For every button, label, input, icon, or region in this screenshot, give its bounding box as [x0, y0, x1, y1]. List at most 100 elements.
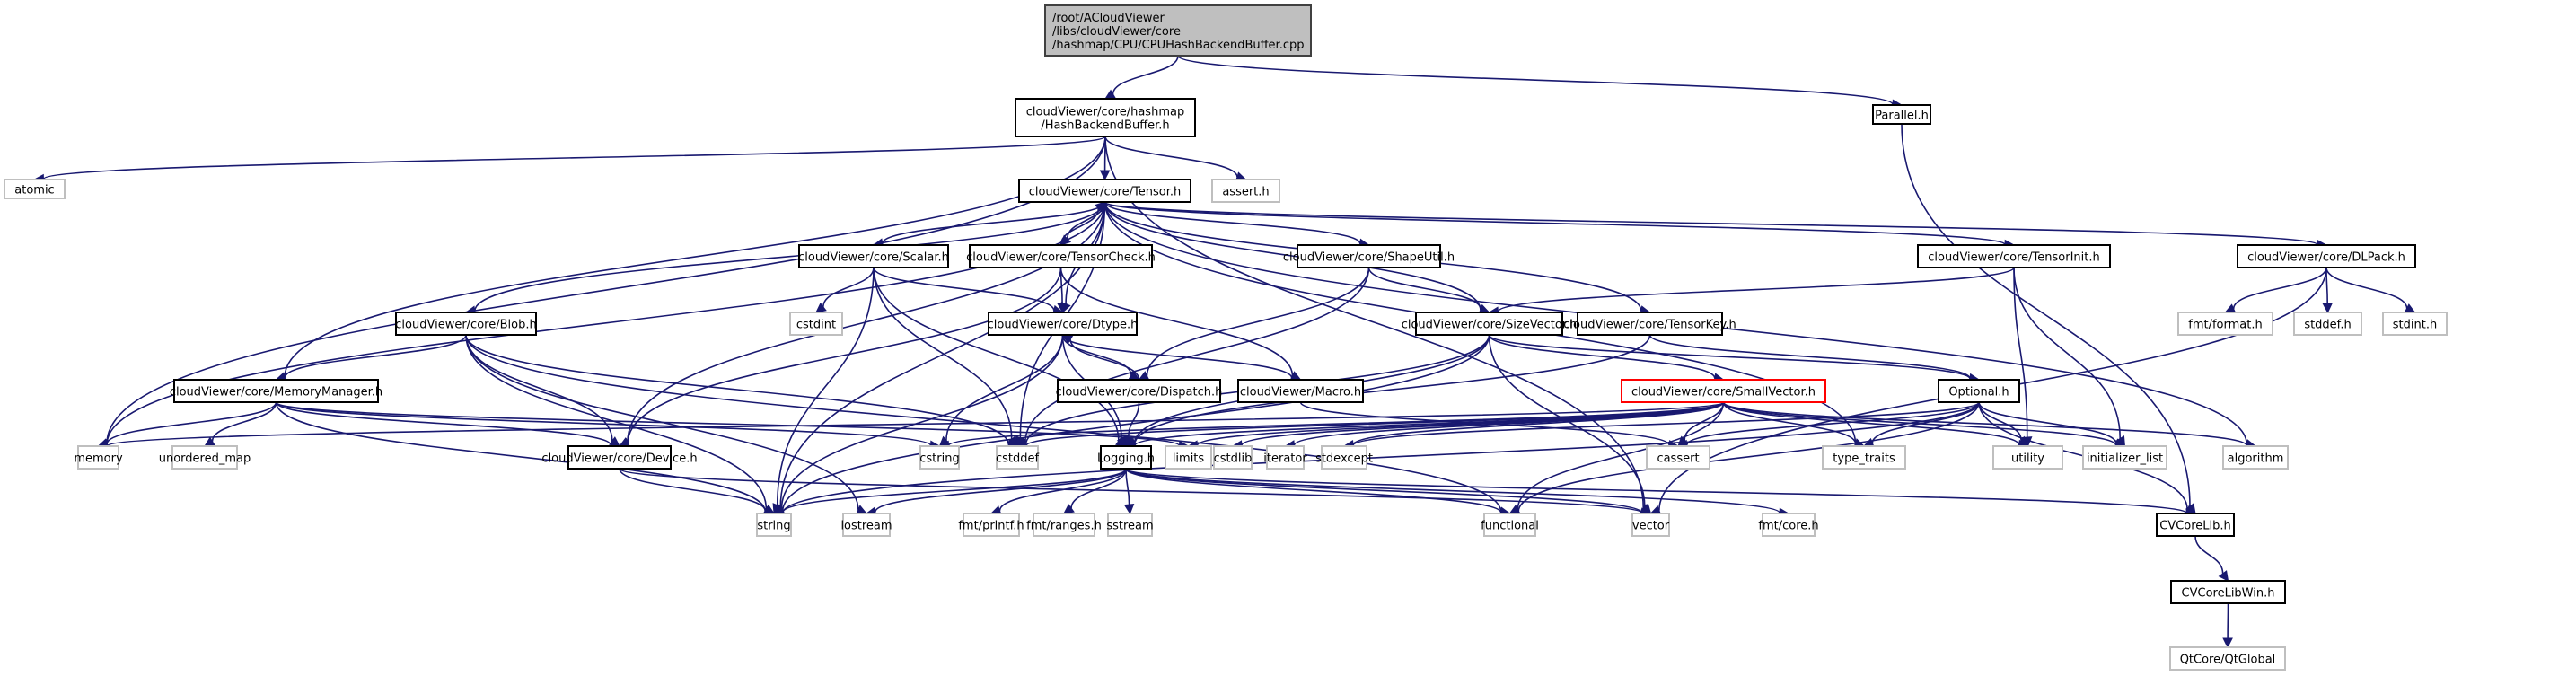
edge-line — [275, 401, 611, 446]
edge-shapeutil-to-dispatch — [1138, 267, 1370, 381]
node-dlpack[interactable]: cloudViewer/core/DLPack.h — [2237, 244, 2416, 268]
edge-line — [1059, 267, 1294, 376]
node-device[interactable]: cloudViewer/core/Device.h — [541, 445, 698, 470]
node-label: /root/ACloudViewer — [1052, 12, 1165, 25]
edge-cpp-to-hbb — [1104, 55, 1179, 100]
node-box — [1266, 445, 1305, 470]
node-stdexcept: stdexcept — [1315, 445, 1373, 470]
node-label: /hashmap/CPU/CPUHashBackendBuffer.cpp — [1052, 39, 1305, 52]
node-cvcorelib[interactable]: CVCoreLib.h — [2156, 513, 2235, 537]
node-label: stdint.h — [2393, 319, 2437, 332]
node-atomic: atomic — [4, 179, 66, 199]
node-label: cloudViewer/core/Scalar.h — [798, 251, 949, 265]
edge-line — [1196, 401, 1725, 446]
node-label: cloudViewer/core/SizeVector.h — [1402, 319, 1578, 332]
edge-line — [2013, 267, 2122, 439]
node-box — [1165, 445, 1212, 470]
node-box — [395, 312, 537, 336]
node-label: initializer_list — [2087, 452, 2163, 466]
edge-line — [42, 136, 1106, 180]
edge-arrowhead — [1123, 504, 1135, 515]
node-box — [969, 244, 1153, 268]
node-smallvec[interactable]: cloudViewer/core/SmallVector.h — [1621, 379, 1826, 403]
edge-line — [1722, 401, 2247, 446]
edge-cvcorelib-to-cvcorelibwin — [2194, 535, 2229, 582]
edge-line — [1648, 334, 1971, 380]
node-assert: assert.h — [1211, 179, 1280, 203]
node-label: cloudViewer/core/Dispatch.h — [1056, 386, 1223, 399]
node-memory: memory — [74, 445, 123, 470]
node-box — [1044, 4, 1312, 57]
node-iterator: iterator — [1263, 445, 1307, 470]
node-cstdint: cstdint — [789, 312, 843, 336]
edge-smallvec-to-utility — [1722, 401, 2029, 451]
node-label: cloudViewer/Macro.h — [1240, 386, 1361, 399]
edge-line — [1686, 401, 1980, 445]
node-memmgr[interactable]: cloudViewer/core/MemoryManager.h — [170, 379, 382, 403]
node-box — [2222, 445, 2289, 470]
edge-logging-to-fmtprintf — [989, 468, 1127, 516]
node-blob[interactable]: cloudViewer/core/Blob.h — [395, 312, 537, 336]
node-umap: unordered_map — [159, 445, 251, 470]
node-label: /HashBackendBuffer.h — [1041, 119, 1169, 133]
node-macro[interactable]: cloudViewer/Macro.h — [1237, 379, 1364, 403]
node-label: QtCore/QtGlobal — [2180, 654, 2276, 667]
node-label: unordered_map — [159, 452, 251, 466]
node-box — [1297, 244, 1441, 268]
node-vector: vector — [1631, 513, 1670, 537]
node-qtglobal: QtCore/QtGlobal — [2169, 646, 2286, 671]
node-label: Parallel.h — [1875, 110, 1929, 123]
edge-arrowhead — [2322, 303, 2333, 314]
edge-line — [1125, 468, 1643, 514]
node-dtype[interactable]: cloudViewer/core/Dtype.h — [988, 312, 1139, 336]
edge-arrowhead — [1057, 303, 1068, 314]
edge-line — [1112, 55, 1179, 95]
node-label: assert.h — [1222, 186, 1269, 199]
node-stddef: stddef.h — [2293, 312, 2362, 336]
edge-sizevec-to-smallvec — [1488, 334, 1725, 383]
node-optional[interactable]: Optional.h — [1938, 379, 2020, 403]
edge-line — [1125, 468, 1502, 514]
node-label: stdexcept — [1315, 452, 1373, 466]
node-tcheck[interactable]: cloudViewer/core/TensorCheck.h — [966, 244, 1156, 268]
node-scalar[interactable]: cloudViewer/core/Scalar.h — [798, 244, 949, 268]
node-box — [2156, 513, 2235, 537]
node-box — [4, 179, 66, 199]
node-shapeutil[interactable]: cloudViewer/core/ShapeUtil.h — [1283, 244, 1455, 268]
node-label: cloudViewer/core/MemoryManager.h — [170, 386, 382, 399]
edge-line — [465, 334, 1009, 445]
edge-line — [781, 334, 1490, 512]
edge-arrowhead — [1099, 170, 1111, 181]
edge-line — [2194, 535, 2224, 574]
node-tinit[interactable]: cloudViewer/core/TensorInit.h — [1917, 244, 2111, 268]
edge-line — [211, 401, 277, 442]
node-tensor[interactable]: cloudViewer/core/Tensor.h — [1018, 179, 1191, 203]
nodes-layer: /root/ACloudViewer/libs/cloudViewer/core… — [4, 4, 2448, 671]
edge-line — [275, 401, 1181, 447]
node-fmtcore: fmt/core.h — [1758, 513, 1819, 537]
node-cassert: cassert — [1646, 445, 1710, 470]
node-label: cstdlib — [1214, 452, 1253, 466]
edge-device-to-string — [619, 468, 776, 516]
edge-line — [1069, 338, 1140, 381]
node-label: cstddef — [996, 452, 1040, 466]
node-cstdlib: cstdlib — [1213, 445, 1253, 470]
edge-line — [619, 468, 1643, 514]
node-label: cloudViewer/core/Dtype.h — [988, 319, 1139, 332]
edge-arrowhead — [815, 302, 827, 313]
node-hbb[interactable]: cloudViewer/core/hashmap/HashBackendBuff… — [1015, 98, 1196, 137]
edge-arrowhead — [2218, 570, 2229, 582]
node-parallel[interactable]: Parallel.h — [1872, 104, 1931, 125]
node-cpp[interactable]: /root/ACloudViewer/libs/cloudViewer/core… — [1044, 4, 1312, 57]
edge-tinit-to-initlist — [2013, 267, 2126, 447]
edge-memmgr-to-device — [275, 401, 621, 451]
node-tkey[interactable]: cloudViewer/core/TensorKey.h — [1563, 312, 1736, 336]
node-sizevec[interactable]: cloudViewer/core/SizeVector.h — [1402, 312, 1578, 336]
node-box — [842, 513, 891, 537]
node-box — [1321, 445, 1367, 470]
edge-line — [1024, 267, 1370, 443]
node-label: CVCoreLibWin.h — [2182, 587, 2275, 601]
node-dispatch[interactable]: cloudViewer/core/Dispatch.h — [1056, 379, 1223, 403]
node-logging[interactable]: Logging.h — [1097, 445, 1155, 470]
node-cvcorelibwin[interactable]: CVCoreLibWin.h — [2170, 580, 2286, 604]
